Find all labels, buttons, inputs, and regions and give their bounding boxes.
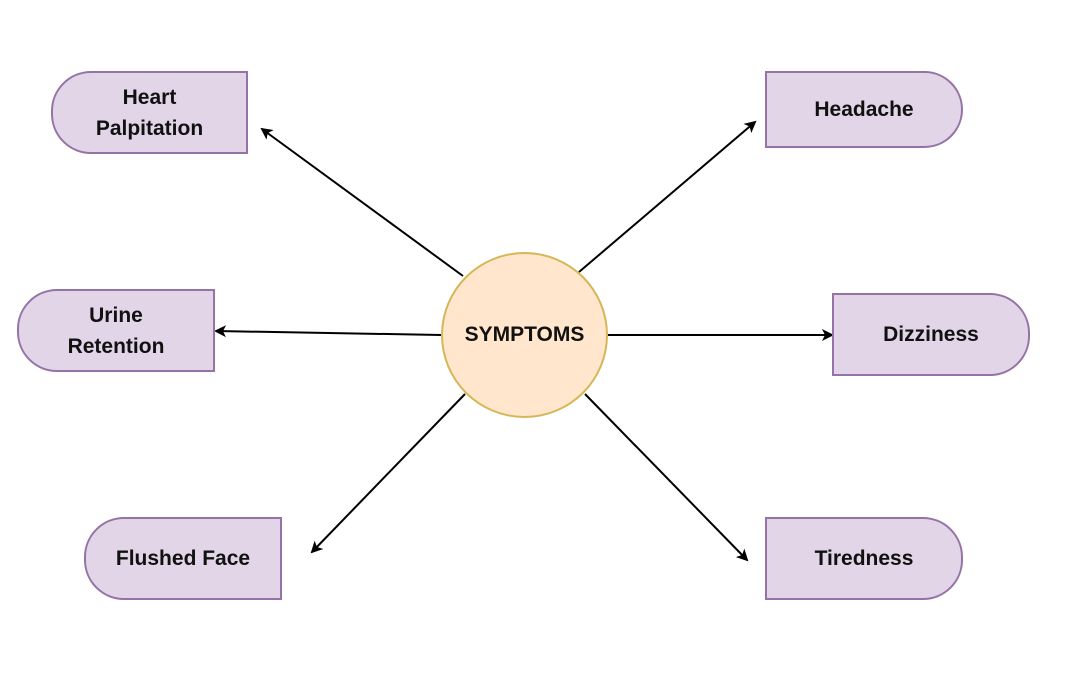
arrow-to-tiredness — [584, 393, 749, 562]
arrow-to-headache — [578, 120, 757, 273]
node-flushed-face[interactable]: Flushed Face — [84, 517, 282, 600]
node-dizziness[interactable]: Dizziness — [832, 293, 1030, 376]
center-node-symptoms[interactable]: SYMPTOMS — [441, 252, 608, 418]
arrow-to-flushed-face — [310, 393, 466, 554]
arrow-to-heart-palpitation — [260, 127, 464, 277]
node-heart-palpitation[interactable]: Heart Palpitation — [51, 71, 248, 154]
arrow-to-urine-retention — [214, 325, 442, 338]
node-headache[interactable]: Headache — [765, 71, 963, 148]
node-urine-retention[interactable]: Urine Retention — [17, 289, 215, 372]
node-tiredness[interactable]: Tiredness — [765, 517, 963, 600]
